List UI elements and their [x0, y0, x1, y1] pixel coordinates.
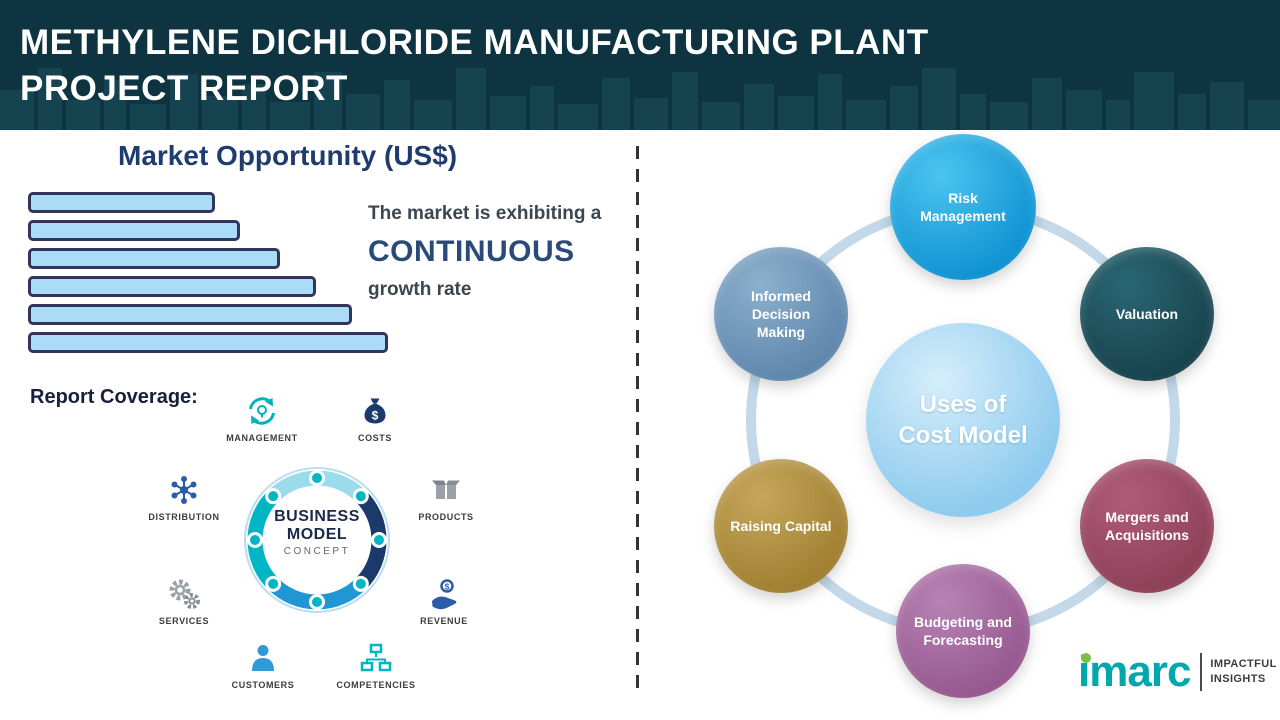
coverage-item-products: PRODUCTS — [391, 472, 501, 522]
satellite-label: Mergers and Acquisitions — [1104, 508, 1189, 543]
coverage-item-distribution: DISTRIBUTION — [129, 472, 239, 522]
market-bar — [28, 248, 280, 269]
report-coverage-label: Report Coverage: — [30, 386, 198, 408]
cost-model-item-risk-management: Risk Management — [890, 134, 1036, 280]
logo-tagline-line-1: IMPACTFUL — [1210, 657, 1277, 670]
growth-highlight: CONTINUOUS — [368, 235, 575, 268]
satellite-label: Informed Decision Making — [751, 287, 811, 341]
imarc-dot-icon — [1081, 653, 1091, 663]
coverage-label: CUSTOMERS — [231, 680, 295, 690]
cost-model-center-line-2: Cost Model — [898, 422, 1028, 449]
cost-model-center: Uses of Cost Model — [866, 323, 1060, 517]
satellite-label: Budgeting and Forecasting — [914, 613, 1012, 648]
cost-model-item-mergers-acquisitions: Mergers and Acquisitions — [1080, 459, 1214, 593]
person-icon — [252, 645, 274, 671]
coverage-item-revenue: $ REVENUE — [389, 576, 499, 626]
logo-separator — [1200, 653, 1203, 691]
market-bars — [28, 192, 388, 360]
cost-model-center-line-1: Uses of — [919, 390, 1007, 418]
growth-text-block: The market is exhibiting a CONTINUOUS gr… — [368, 203, 648, 301]
cost-model-item-budgeting-forecasting: Budgeting and Forecasting — [896, 564, 1030, 698]
coverage-label: DISTRIBUTION — [148, 512, 220, 522]
network-icon — [171, 476, 197, 504]
coverage-label: COMPETENCIES — [336, 680, 416, 690]
gears-icon — [169, 579, 200, 609]
hand-coin-icon: $ — [432, 579, 457, 610]
business-model-ring — [244, 467, 390, 613]
coverage-label: PRODUCTS — [418, 512, 474, 522]
money-bag-icon: $ — [364, 398, 386, 424]
imarc-wordmark-text: imarc — [1078, 647, 1191, 696]
imarc-wordmark: imarc — [1078, 647, 1191, 696]
cost-model-item-informed-decision-making: Informed Decision Making — [714, 247, 848, 381]
market-bar — [28, 276, 316, 297]
city-skyline-graphic — [0, 68, 1280, 130]
satellite-label: Raising Capital — [730, 517, 832, 534]
satellite-label: Risk Management — [920, 189, 1006, 224]
market-bar — [28, 192, 216, 213]
logo-tagline: IMPACTFUL INSIGHTS — [1210, 657, 1276, 688]
cost-model-item-valuation: Valuation — [1080, 247, 1214, 381]
box-icon — [432, 480, 460, 499]
coverage-label: SERVICES — [158, 616, 210, 626]
business-model-word-2: MODEL — [286, 526, 348, 543]
section-divider — [636, 146, 639, 694]
page-title: METHYLENE DICHLORIDE MANUFACTURING PLANT… — [20, 23, 929, 109]
growth-line-1: The market is exhibiting a — [368, 203, 602, 224]
coverage-item-management: MANAGEMENT — [207, 393, 317, 443]
header-banner: METHYLENE DICHLORIDE MANUFACTURING PLANT… — [0, 0, 1280, 130]
market-bar — [28, 220, 241, 241]
business-model-word-3: CONCEPT — [283, 546, 351, 557]
growth-line-2: growth rate — [368, 279, 472, 300]
market-opportunity-title: Market Opportunity (US$) — [118, 140, 458, 171]
cost-model-item-raising-capital: Raising Capital — [714, 459, 848, 593]
coverage-item-competencies: COMPETENCIES — [321, 640, 431, 690]
market-bar — [28, 304, 352, 325]
coverage-label: COSTS — [357, 433, 392, 443]
satellite-label: Valuation — [1115, 305, 1179, 322]
coverage-label: MANAGEMENT — [226, 433, 298, 443]
business-model-word-1: BUSINESS — [274, 508, 360, 525]
coverage-item-costs: $ COSTS — [320, 393, 430, 443]
market-bar — [28, 332, 388, 353]
coverage-item-services: SERVICES — [129, 576, 239, 626]
coverage-label: REVENUE — [420, 616, 468, 626]
coverage-item-customers: CUSTOMERS — [208, 640, 318, 690]
management-cycle-icon — [249, 397, 275, 425]
logo-tagline-line-2: INSIGHTS — [1210, 673, 1266, 685]
svg-text:$: $ — [445, 583, 450, 592]
svg-text:$: $ — [372, 409, 379, 423]
business-model-center-label: BUSINESS MODEL CONCEPT — [252, 508, 382, 557]
imarc-logo: imarc IMPACTFUL INSIGHTS — [1078, 650, 1277, 694]
org-chart-icon — [360, 643, 392, 672]
